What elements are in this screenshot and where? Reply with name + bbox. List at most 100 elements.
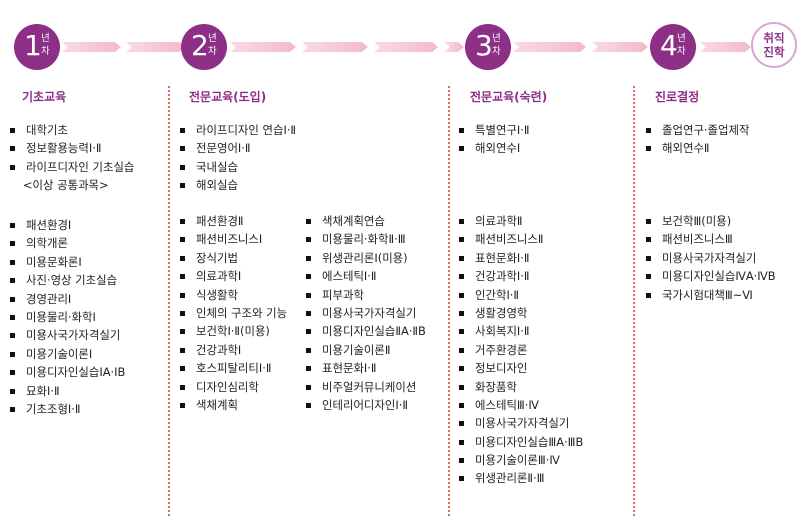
course-item: 화장품학 xyxy=(459,378,583,396)
course-item: 위생관리론Ⅱ·Ⅲ xyxy=(459,469,583,487)
course-item: 표현문화Ⅰ·Ⅱ xyxy=(306,359,426,377)
course-item: 미용사국가자격실기 xyxy=(646,249,776,267)
course-item: 미용디자인실습ⅣA·ⅣB xyxy=(646,267,776,285)
course-item: 표현문화Ⅰ·Ⅱ xyxy=(459,249,583,267)
course-item: 기초조형Ⅰ·Ⅱ xyxy=(10,400,125,418)
course-item: 미용디자인실습ⅡA·ⅡB xyxy=(306,322,426,340)
course-item: 사회복지Ⅰ·Ⅱ xyxy=(459,322,583,340)
year-label: 차 xyxy=(41,46,50,57)
course-item: 패션환경Ⅰ xyxy=(10,216,125,234)
course-item: 특별연구Ⅰ·Ⅱ xyxy=(459,121,530,139)
year-label: 년 xyxy=(677,33,686,44)
heading-advanced: 전문교육(숙련) xyxy=(470,90,548,104)
course-item: 보건학Ⅰ·Ⅱ(미용) xyxy=(180,322,287,340)
course-item: 국가시험대책Ⅲ~Ⅵ xyxy=(646,286,776,304)
course-item: 정보디자인 xyxy=(459,359,583,377)
year-label: 년 xyxy=(41,33,50,44)
course-item: 해외실습 xyxy=(180,176,296,194)
course-item: 미용물리·화학Ⅱ·Ⅲ xyxy=(306,230,426,248)
course-item: 건강과학Ⅰ xyxy=(180,341,287,359)
course-item: 보건학Ⅲ(미용) xyxy=(646,212,776,230)
timeline: 1 년 차 2 년 차 3 년 차 4 년 차 취직 진학 xyxy=(0,0,810,80)
course-item: 미용사국가자격실기 xyxy=(459,414,583,432)
column-divider xyxy=(633,86,635,516)
year-1-badge: 1 년 차 xyxy=(14,24,60,70)
year-label: 차 xyxy=(208,46,217,57)
arrow-segment-3 xyxy=(513,42,648,52)
course-item: 의학개론 xyxy=(10,234,125,252)
col1-note-wrap: <이상 공통과목> xyxy=(10,176,109,194)
course-item: 거주환경론 xyxy=(459,341,583,359)
course-item: 미용문화론Ⅰ xyxy=(10,253,125,271)
heading-career: 진로결정 xyxy=(655,90,700,104)
course-item: 비주얼커뮤니케이션 xyxy=(306,378,426,396)
course-item: 묘화Ⅰ·Ⅱ xyxy=(10,382,125,400)
course-item: 생활경영학 xyxy=(459,304,583,322)
course-item: 패션환경Ⅱ xyxy=(180,212,287,230)
course-item: 피부과학 xyxy=(306,286,426,304)
arrow-segment-4 xyxy=(700,42,751,52)
course-item: 위생관리론Ⅰ(미용) xyxy=(306,249,426,267)
course-item: 인간학Ⅰ·Ⅱ xyxy=(459,286,583,304)
course-item: 국내실습 xyxy=(180,158,296,176)
course-item: 에스테틱Ⅲ·Ⅳ xyxy=(459,396,583,414)
course-item: 해외연수Ⅰ xyxy=(459,139,530,157)
heading-intro: 전문교육(도입) xyxy=(189,90,267,104)
heading-basic: 기초교육 xyxy=(22,90,67,104)
year-number: 4 xyxy=(660,29,678,62)
course-item: 해외연수Ⅱ xyxy=(646,139,749,157)
common-courses-note: <이상 공통과목> xyxy=(23,178,109,192)
course-item: 패션비즈니스Ⅱ xyxy=(459,230,583,248)
year-number: 3 xyxy=(475,29,493,62)
course-item: 경영관리Ⅰ xyxy=(10,290,125,308)
course-item: 미용사국가자격실기 xyxy=(10,326,125,344)
year-number: 1 xyxy=(24,29,42,62)
course-item: 패션비즈니스Ⅰ xyxy=(180,230,287,248)
course-item: 사진·영상 기초실습 xyxy=(10,271,125,289)
final-label: 취직 xyxy=(763,31,785,45)
year-label: 차 xyxy=(677,46,686,57)
course-item: 호스피탈리티Ⅰ·Ⅱ xyxy=(180,359,287,377)
year-2-badge: 2 년 차 xyxy=(181,24,227,70)
course-item: 라이프디자인 기초실습 xyxy=(10,158,134,176)
course-item: 식생활학 xyxy=(180,286,287,304)
arrow-segment-1 xyxy=(62,42,185,52)
year-3-badge: 3 년 차 xyxy=(465,24,511,70)
column-divider xyxy=(168,86,170,516)
timeline-arrows xyxy=(62,42,751,52)
course-item: 미용기술이론Ⅲ·Ⅳ xyxy=(459,451,583,469)
course-item: 장식기법 xyxy=(180,249,287,267)
year-label: 년 xyxy=(208,33,217,44)
course-item: 디자인심리학 xyxy=(180,378,287,396)
year-number: 2 xyxy=(191,29,209,62)
year-label: 차 xyxy=(492,46,501,57)
course-item: 전문영어Ⅰ·Ⅱ xyxy=(180,139,296,157)
course-item: 인테리어디자인Ⅰ·Ⅱ xyxy=(306,396,426,414)
course-item: 색채계획 xyxy=(180,396,287,414)
course-item: 미용물리·화학Ⅰ xyxy=(10,308,125,326)
final-label: 진학 xyxy=(763,45,785,59)
year-4-badge: 4 년 차 xyxy=(650,24,696,70)
course-item: 졸업연구·졸업제작 xyxy=(646,121,749,139)
course-item: 미용사국가자격실기 xyxy=(306,304,426,322)
arrow-segment-2 xyxy=(230,42,464,52)
course-item: 라이프디자인 연습Ⅰ·Ⅱ xyxy=(180,121,296,139)
course-item: 의료과학Ⅰ xyxy=(180,267,287,285)
course-item: 미용디자인실습ⅢA·ⅢB xyxy=(459,433,583,451)
course-item: 정보활용능력Ⅰ·Ⅱ xyxy=(10,139,134,157)
course-item: 미용기술이론Ⅱ xyxy=(306,341,426,359)
final-badge: 취직 진학 xyxy=(751,22,797,68)
course-item: 미용디자인실습ⅠA·ⅠB xyxy=(10,363,125,381)
course-item: 패션비즈니스Ⅲ xyxy=(646,230,776,248)
course-item: 색채계획연습 xyxy=(306,212,426,230)
course-item: 미용기술이론Ⅰ xyxy=(10,345,125,363)
column-divider xyxy=(448,86,450,516)
